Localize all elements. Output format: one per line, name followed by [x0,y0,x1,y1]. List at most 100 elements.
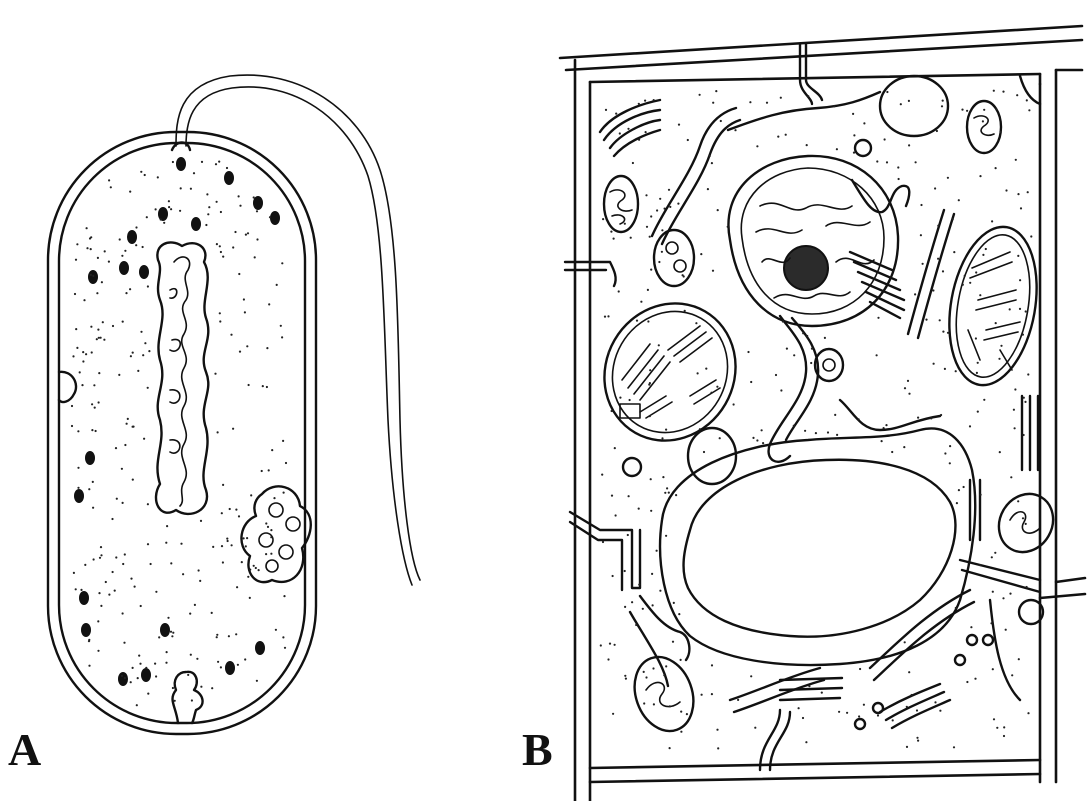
stipple-dot [611,410,613,412]
stipple-dot [647,289,649,291]
nucleolus [784,246,828,290]
stipple-dot [171,635,173,637]
stipple-dot [275,629,277,631]
stipple-dot [628,495,630,497]
stipple-dot [863,704,865,706]
stipple-dot [168,206,170,208]
stipple-dot [217,661,219,663]
stipple-dot [977,362,979,364]
stipple-dot [897,166,899,168]
stipple-dot [208,206,210,208]
stipple-dot [904,641,906,643]
stipple-dot [190,654,192,656]
stipple-dot [121,675,123,677]
stipple-dot [711,693,713,695]
stipple-dot [624,675,626,677]
stipple-dot [678,613,680,615]
stipple-dot [234,231,236,233]
stipple-dot [658,261,660,263]
stipple-dot [995,167,997,169]
stipple-dot [127,418,129,420]
stipple-dot [911,694,913,696]
stipple-dot [122,563,124,565]
stipple-dot [146,216,148,218]
stipple-dot [219,245,221,247]
stipple-dot [140,605,142,607]
nucleus [728,156,898,326]
stipple-dot [937,258,939,260]
stipple-dot [646,226,648,228]
stipple-dot [217,431,219,433]
stipple-dot [733,403,735,405]
stipple-dot [1027,191,1029,193]
stipple-dot [991,556,993,558]
stipple-dot [228,635,230,637]
stipple-dot [248,384,250,386]
stipple-dot [269,216,271,218]
stipple-dot [110,186,112,188]
stipple-dot [824,337,826,339]
stipple-dot [239,205,241,207]
stipple-dot [255,567,257,569]
stipple-dot [1019,308,1021,310]
stipple-dot [937,225,939,227]
stipple-dot [1016,94,1018,96]
stipple-dot [200,686,202,688]
stipple-dot [756,439,758,441]
stipple-dot [808,685,810,687]
stipple-dot [673,602,675,604]
stipple-dot [647,320,649,322]
stipple-dot [80,589,82,591]
stipple-dot [1026,586,1028,588]
stipple-dot [174,700,176,702]
stipple-dot [222,484,224,486]
stipple-dot [662,476,664,478]
stipple-dot [949,445,951,447]
stipple-dot [122,321,124,323]
stipple-dot [908,393,910,395]
stipple-dot [711,664,713,666]
stipple-dot [132,667,134,669]
stipple-dot [219,312,221,314]
stipple-dot [170,208,172,210]
stipple-dot [172,161,174,163]
stipple-dot [914,293,916,295]
stipple-dot [933,363,935,365]
stipple-dot [218,161,220,163]
stipple-dot [717,747,719,749]
stipple-dot [76,347,78,349]
stipple-dot [98,372,100,374]
stipple-dot [636,320,638,322]
stipple-dot [885,424,887,426]
stipple-dot [993,90,995,92]
stipple-dot [1015,159,1017,161]
stipple-dot [262,385,264,387]
stipple-dot [271,449,273,451]
stipple-dot [1009,593,1011,595]
stipple-dot [1028,109,1030,111]
stipple-dot [123,642,125,644]
stipple-dot [906,746,908,748]
stipple-dot [908,144,910,146]
stipple-dot [952,218,954,220]
stipple-dot [180,187,182,189]
stipple-dot [91,351,93,353]
stipple-dot [124,250,126,252]
stipple-dot [1002,597,1004,599]
stipple-dot [212,546,214,548]
stipple-dot [680,659,682,661]
stipple-dot [916,737,918,739]
stipple-dot [836,434,838,436]
stipple-dot [762,442,764,444]
stipple-dot [980,494,982,496]
stipple-dot [158,636,160,638]
stipple-dot [284,647,286,649]
stipple-dot [991,220,993,222]
panel-a-bacterium [48,75,420,734]
stipple-dot [97,329,99,331]
stipple-dot [678,124,680,126]
stipple-dot [1011,674,1013,676]
stipple-dot [96,338,98,340]
stipple-dot [607,658,609,660]
stipple-dot [84,564,86,566]
